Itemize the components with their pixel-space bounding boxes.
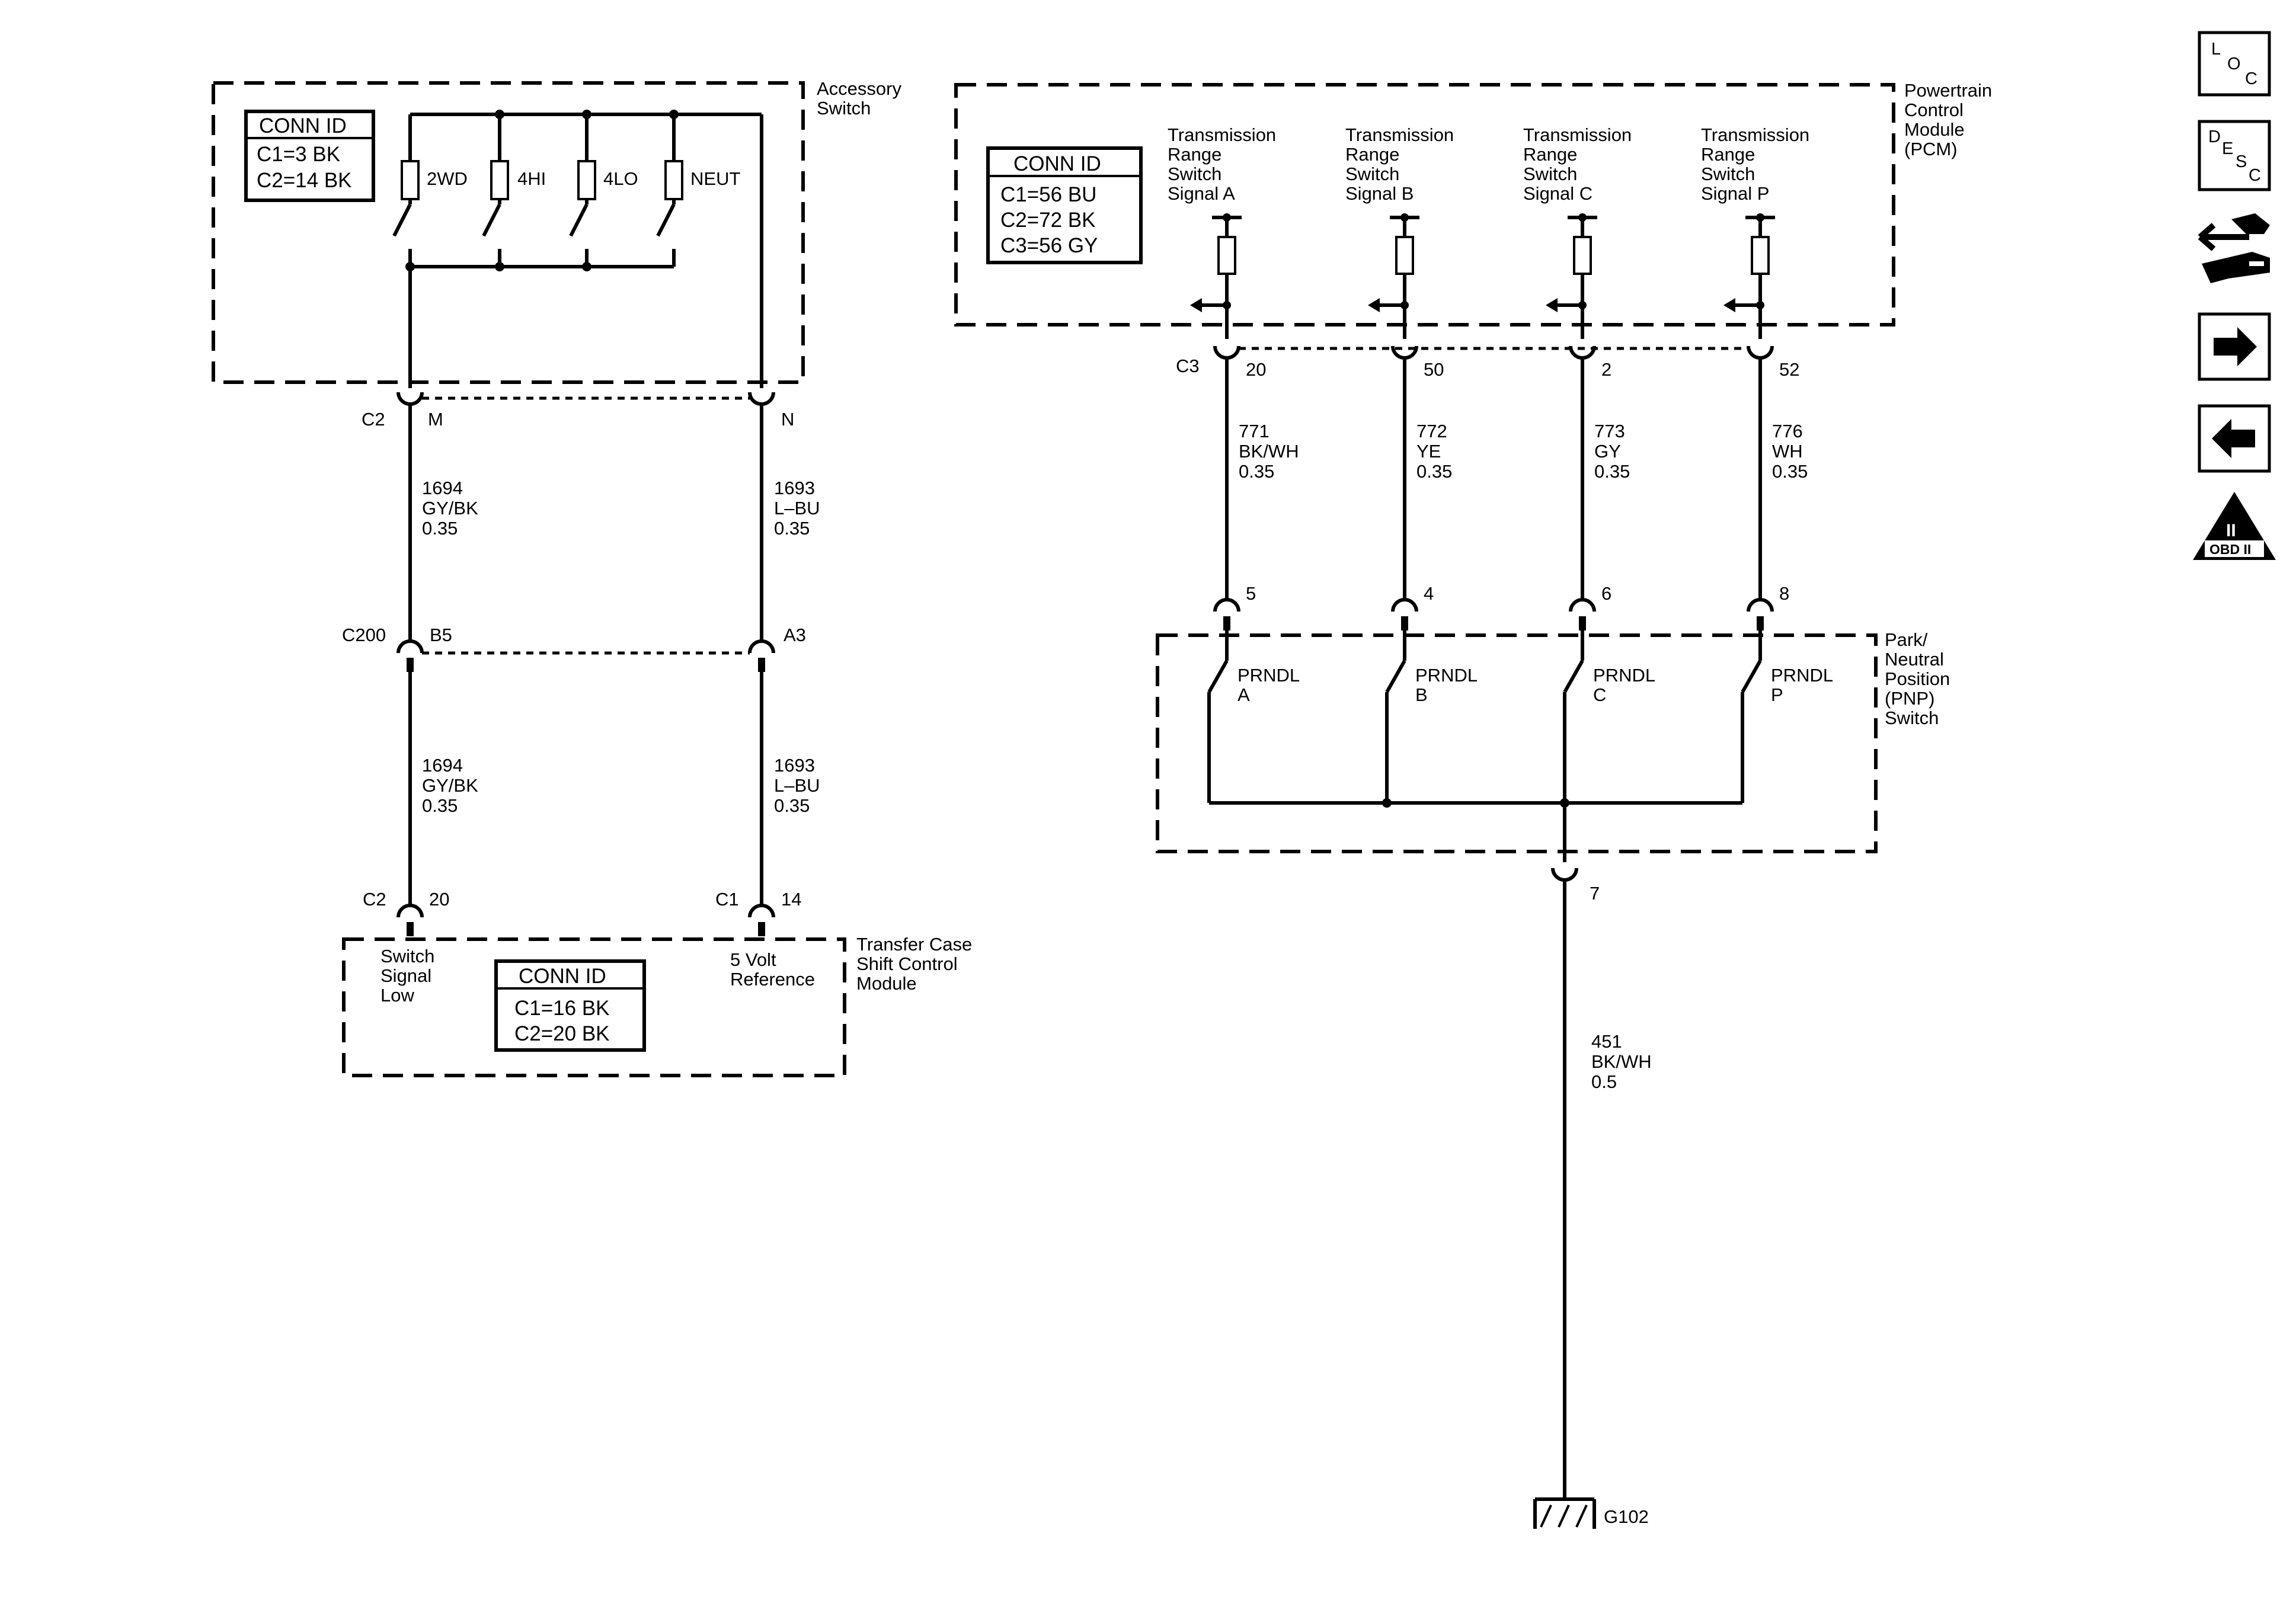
pin-label: 50 [1424, 359, 1444, 380]
pcm-boundary [954, 83, 1895, 327]
connector-label: C1 [715, 889, 739, 910]
wire-label: 1694 GY/BK 0.35 [422, 755, 483, 816]
switch-position-label: 4HI [517, 168, 546, 189]
left-harness: C2 M N 1694 GY/BK 0.35 1693 L–BU 0.35 C2… [342, 392, 825, 936]
conn-id-box [244, 110, 375, 202]
connector-label: C3 [1176, 356, 1200, 376]
pnp-switch-title: Park/ Neutral Position (PNP) Switch [1885, 629, 1955, 728]
accessory-switch-title: Accessory Switch [817, 78, 907, 119]
contact-label: PRNDL B [1415, 665, 1482, 705]
transfer-case-boundary [342, 937, 846, 1077]
desc-letter: E [2222, 139, 2233, 158]
wire-label: 1694 GY/BK 0.35 [422, 478, 483, 539]
pin-label: 4 [1424, 583, 1434, 604]
pin-label: 6 [1601, 583, 1611, 604]
location-button[interactable]: L O C [2198, 31, 2271, 97]
connector-label: C2 [362, 409, 385, 430]
pin-label: N [781, 409, 794, 430]
pcm-title: Powertrain Control Module (PCM) [1904, 80, 1997, 159]
pin-label: M [428, 409, 443, 430]
obd-ii-button[interactable]: II OBD II [2193, 492, 2276, 560]
arrow-right-icon [2214, 327, 2257, 366]
conn-id-line: C1=16 BK [514, 997, 610, 1020]
transfer-case-title: Transfer Case Shift Control Module [856, 934, 977, 994]
contact-label: PRNDL P [1771, 665, 1838, 705]
ground-label: G102 [1604, 1506, 1649, 1527]
pin-function-label: Switch Signal Low [380, 946, 440, 1006]
pcm-input-a [1190, 213, 1242, 339]
pcm-signal-label: Transmission Range Switch Signal B [1345, 124, 1459, 204]
wire-label: 451 BK/WH 0.5 [1591, 1031, 1657, 1092]
conn-id-title: CONN ID [519, 965, 606, 988]
conn-id-line: C1=56 BU [1000, 183, 1096, 206]
pin-label: 8 [1779, 583, 1789, 604]
conn-id-line: C2=14 BK [257, 169, 352, 192]
pcm-input-p [1723, 213, 1775, 339]
conn-id-box [986, 146, 1143, 264]
wire-label: 773 GY 0.35 [1594, 421, 1630, 482]
wire-label: 776 WH 0.35 [1772, 421, 1808, 482]
pin-label: 2 [1601, 359, 1611, 380]
loc-letter: L [2211, 40, 2221, 59]
connector-label: C200 [342, 625, 386, 645]
conn-id-line: C2=72 BK [1000, 209, 1096, 232]
wire-label: 1693 L–BU 0.35 [774, 755, 825, 816]
pin-label: 7 [1590, 883, 1600, 904]
conn-id-line: C1=3 BK [257, 143, 340, 166]
pcm-input-c [1546, 213, 1597, 339]
next-button[interactable] [2198, 312, 2271, 381]
pcm: Powertrain Control Module (PCM) CONN ID … [954, 80, 1997, 380]
connector-label: C2 [363, 889, 386, 910]
ground-circuit: 451 BK/WH 0.5 G102 [1533, 880, 1657, 1529]
nav-toolbar: L O C D E S C II [2193, 31, 2276, 560]
pcm-signal-label: Transmission Range Switch Signal C [1523, 124, 1637, 204]
conn-id-title: CONN ID [259, 114, 347, 137]
pcm-pnp-wires: 771 BK/WH 0.35 772 YE 0.35 773 GY 0.35 7… [1225, 358, 1808, 600]
pnp-switch-boundary [1156, 633, 1878, 853]
loc-letter: O [2227, 55, 2241, 73]
switch-position-label: NEUT [690, 168, 740, 189]
pin-label: 14 [781, 889, 801, 910]
switch-position-label: 2WD [427, 168, 468, 189]
desc-letter: S [2236, 152, 2247, 171]
conn-id-box [494, 959, 646, 1052]
pin-label: B5 [430, 625, 452, 645]
previous-button[interactable] [2198, 404, 2271, 473]
pin-function-label: 5 Volt Reference [730, 949, 815, 990]
pcm-signal-label: Transmission Range Switch Signal P [1701, 124, 1815, 204]
arrow-left-icon [2212, 419, 2255, 458]
desc-letter: C [2249, 166, 2261, 185]
contact-label: PRNDL A [1237, 665, 1304, 705]
accessory-switch-boundary [212, 81, 805, 384]
wire-label: 771 BK/WH 0.35 [1239, 421, 1304, 482]
transfer-case-module: Transfer Case Shift Control Module Switc… [342, 934, 977, 1077]
description-button[interactable]: D E S C [2198, 120, 2271, 191]
connector-wrench-icon [2198, 213, 2270, 283]
conn-id-line: C2=20 BK [514, 1022, 610, 1045]
pcm-signal-label: Transmission Range Switch Signal A [1168, 124, 1281, 204]
loc-letter: C [2245, 69, 2257, 88]
conn-id-line: C3=56 GY [1000, 234, 1098, 257]
pin-label: 20 [429, 889, 449, 910]
pnp-switch: Park/ Neutral Position (PNP) Switch 5 4 … [1156, 583, 1955, 904]
switch-position-label: 4LO [603, 168, 638, 189]
obd-label: OBD II [2209, 542, 2251, 557]
pin-label: 52 [1779, 359, 1799, 380]
pcm-input-b [1368, 213, 1419, 339]
obd-roman: II [2226, 521, 2236, 540]
pin-label: 5 [1246, 583, 1256, 604]
accessory-switch: Accessory Switch CONN ID C1=3 BK C2=14 B… [212, 78, 907, 388]
conn-id-title: CONN ID [1013, 152, 1101, 175]
wire-label: 772 YE 0.35 [1416, 421, 1452, 482]
contact-label: PRNDL C [1593, 665, 1660, 705]
connector-end-view-button[interactable] [2198, 213, 2270, 283]
desc-letter: D [2208, 127, 2221, 146]
wire-label: 1693 L–BU 0.35 [774, 478, 825, 539]
pin-label: A3 [784, 625, 806, 645]
pin-label: 20 [1246, 359, 1266, 380]
